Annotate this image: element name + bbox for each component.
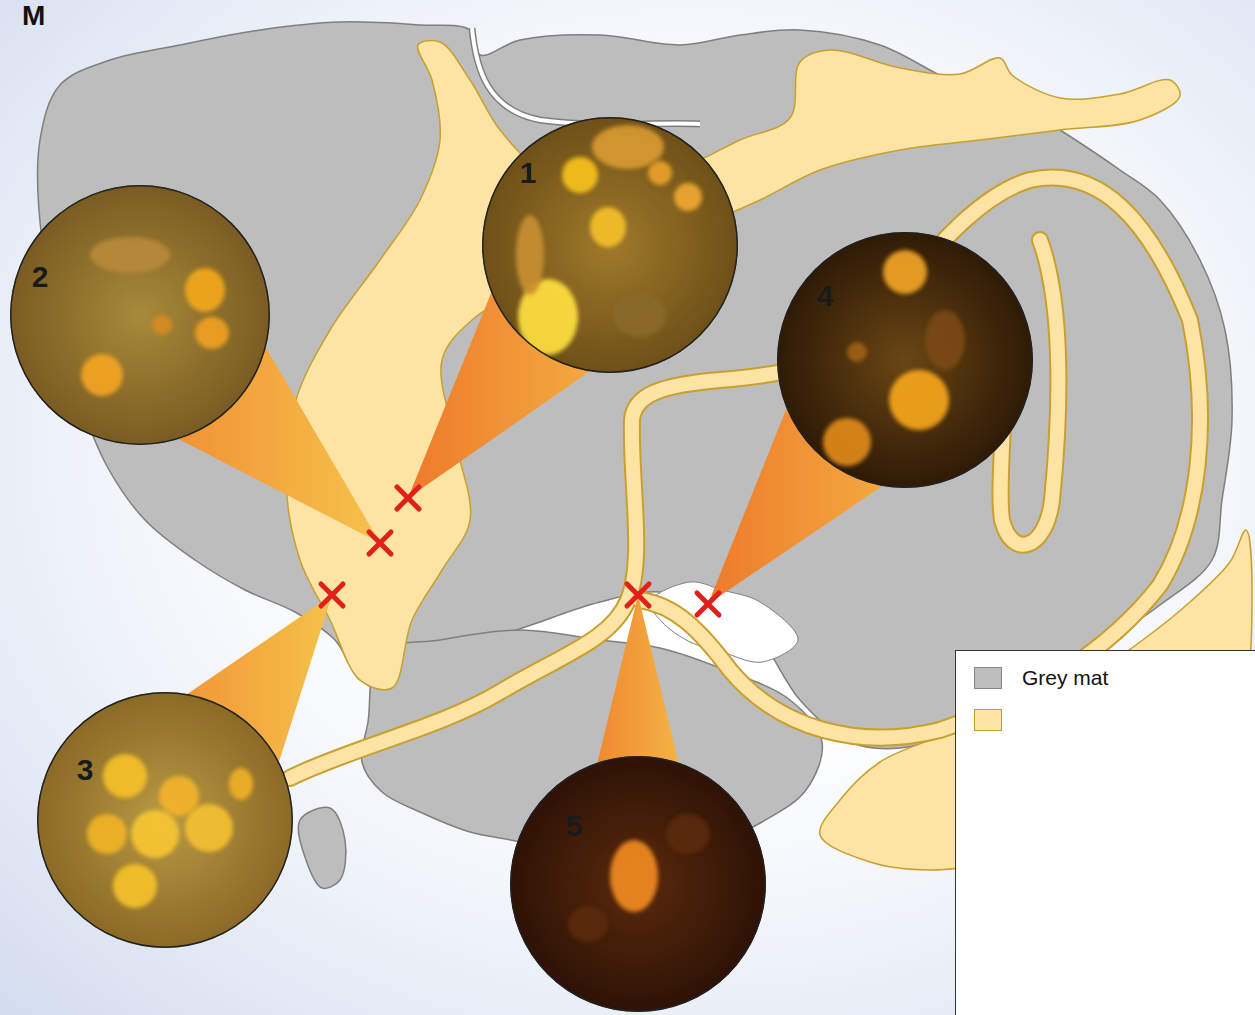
legend-row: Grey mat [974, 663, 1255, 693]
legend-swatch [974, 709, 1002, 731]
white-matter [286, 41, 1180, 690]
legend-swatch [974, 667, 1002, 689]
sulcus [472, 28, 700, 124]
callout-number: 2 [32, 262, 49, 292]
micrograph-inset: 5 [510, 756, 766, 1012]
micrograph-inset: 1 [482, 117, 738, 373]
micrograph [37, 692, 293, 948]
callout-number: 5 [566, 811, 583, 841]
callout-number: 1 [520, 158, 537, 188]
micrograph-inset: 2 [10, 185, 270, 445]
micrograph-inset: 3 [37, 692, 293, 948]
micrograph [482, 117, 738, 373]
panel-letter: M [22, 2, 45, 30]
callout-number: 3 [77, 755, 94, 785]
legend-row [974, 705, 1255, 735]
white-matter [290, 178, 1200, 778]
micrograph-inset: 4 [777, 232, 1033, 488]
sulcus [472, 28, 700, 124]
grey-matter [298, 807, 346, 888]
micrograph [510, 756, 766, 1012]
micrograph [777, 232, 1033, 488]
micrograph [10, 185, 270, 445]
legend-box: Grey mat [955, 650, 1255, 1015]
callout-number: 4 [817, 281, 834, 311]
sample-mark [321, 487, 719, 615]
legend-text: Grey mat [1022, 666, 1108, 690]
